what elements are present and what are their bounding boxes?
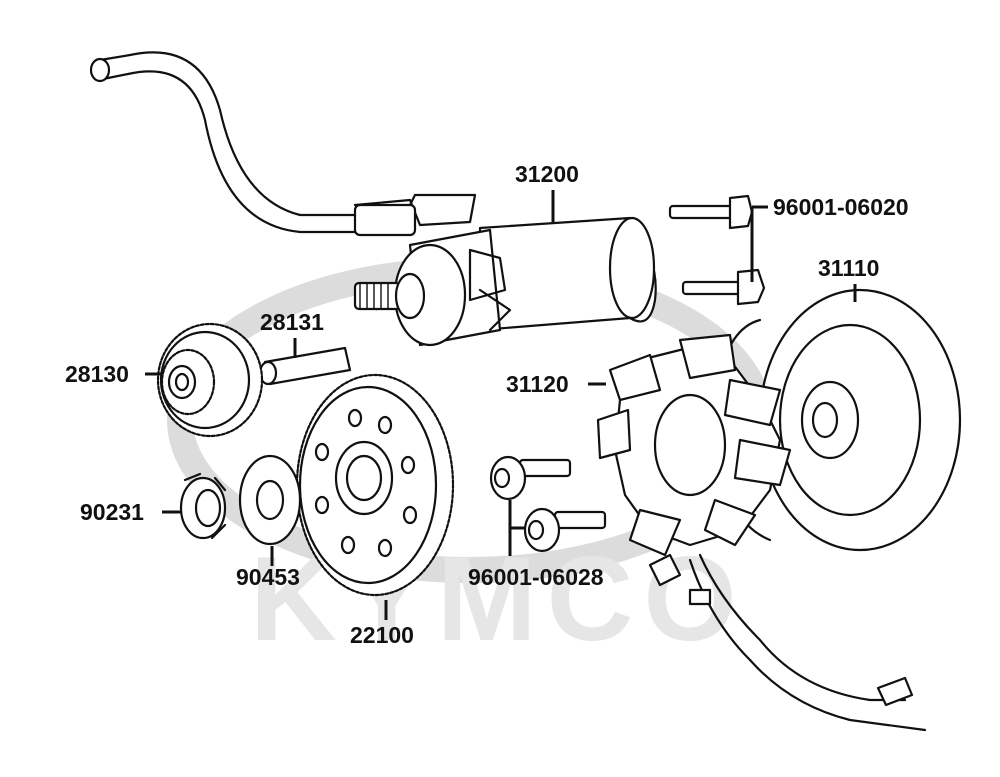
stator-illustration bbox=[596, 333, 927, 732]
nut-illustration bbox=[179, 472, 227, 540]
starter-motor-illustration bbox=[89, 51, 657, 347]
lower-bolts-illustration bbox=[489, 455, 607, 553]
idle-gear-illustration bbox=[156, 322, 264, 438]
shaft-illustration bbox=[258, 346, 352, 386]
leader-lines bbox=[145, 190, 857, 620]
upper-bolts-illustration bbox=[668, 194, 766, 306]
label-nut: 90231 bbox=[80, 499, 144, 525]
part-labels: 31200 96001-06020 31110 28131 28130 3112… bbox=[65, 161, 909, 648]
washer-illustration bbox=[238, 454, 302, 546]
label-starter-gear: 22100 bbox=[350, 622, 414, 648]
label-shaft: 28131 bbox=[260, 309, 324, 335]
label-starter-motor: 31200 bbox=[515, 161, 579, 187]
label-bolt-lower: 96001-06028 bbox=[468, 564, 604, 590]
starter-gear-illustration bbox=[295, 373, 455, 597]
label-flywheel: 31110 bbox=[818, 255, 879, 281]
label-washer: 90453 bbox=[236, 564, 300, 590]
label-stator: 31120 bbox=[506, 371, 569, 397]
label-idle-gear: 28130 bbox=[65, 361, 129, 387]
label-bolt-upper: 96001-06020 bbox=[773, 194, 909, 220]
